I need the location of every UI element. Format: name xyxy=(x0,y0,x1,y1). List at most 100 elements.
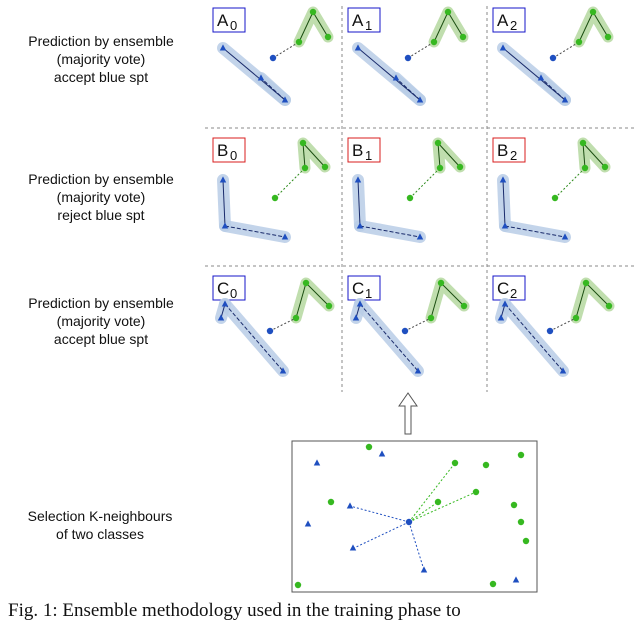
circle-icon xyxy=(327,498,335,506)
dot-icon xyxy=(406,194,414,202)
circle-icon xyxy=(601,163,609,171)
circle-icon xyxy=(434,139,442,147)
circle-icon xyxy=(436,164,444,172)
green-chain-line xyxy=(437,142,461,168)
circle-icon xyxy=(581,164,589,172)
panel-label-letter: B xyxy=(217,141,228,160)
circle-icon xyxy=(517,451,525,459)
blue-chain-line xyxy=(260,77,286,101)
blue-chain-line xyxy=(222,47,286,101)
dot-icon xyxy=(401,327,409,335)
panel-label-box xyxy=(347,7,381,33)
triangle-icon xyxy=(559,367,567,374)
triangle-icon xyxy=(221,300,229,307)
green-chain-line xyxy=(437,142,441,169)
panel-label-index: 0 xyxy=(230,148,237,163)
green-chain-line xyxy=(447,11,464,38)
circle-icon xyxy=(517,518,525,526)
green-chain-line xyxy=(298,11,314,43)
triangle-icon xyxy=(561,233,569,240)
selection-label-line-1: Selection K-neighbours xyxy=(27,508,173,524)
blue-chain-line xyxy=(504,225,566,238)
circle-icon xyxy=(605,302,613,310)
triangle-icon xyxy=(497,314,505,321)
triangle-icon xyxy=(561,96,569,103)
row-label-a: Prediction by ensemble (majority vote) a… xyxy=(6,32,196,86)
triangle-icon xyxy=(313,459,321,466)
circle-icon xyxy=(325,302,333,310)
blue-chain-line xyxy=(224,303,284,372)
circle-icon xyxy=(437,279,445,287)
triangle-icon xyxy=(416,233,424,240)
green-chain-line xyxy=(312,11,329,38)
triangle-icon xyxy=(512,576,520,583)
green-chain-line xyxy=(582,142,586,169)
row-label-a-line-3: accept blue spt xyxy=(53,69,149,85)
circle-icon xyxy=(460,302,468,310)
triangle-icon xyxy=(392,74,400,81)
circle-icon xyxy=(579,139,587,147)
circle-icon xyxy=(589,8,597,16)
triangle-icon xyxy=(221,222,229,229)
query-link-line xyxy=(554,167,586,199)
panel-label-index: 2 xyxy=(510,286,517,301)
selection-label-line-2: of two classes xyxy=(56,526,144,542)
blue-chain-line xyxy=(222,179,226,227)
selection-points xyxy=(294,443,530,589)
triangle-icon xyxy=(257,74,265,81)
blue-chain-line xyxy=(357,47,421,101)
green-band xyxy=(293,6,334,48)
circle-icon xyxy=(472,488,480,496)
circle-icon xyxy=(365,443,373,451)
triangle-icon xyxy=(352,314,360,321)
triangle-icon xyxy=(219,176,227,183)
panel-label-box xyxy=(212,275,246,301)
panel-label-letter: C xyxy=(497,279,509,298)
dot-icon xyxy=(549,54,557,62)
triangle-icon xyxy=(281,96,289,103)
panel-label-letter: A xyxy=(497,11,509,30)
triangle-icon xyxy=(416,96,424,103)
panel-label-index: 2 xyxy=(510,18,517,33)
row-label-c-line-1: Prediction by ensemble xyxy=(28,295,174,311)
blue-neighbour-link xyxy=(353,521,410,549)
panel-label-index: 0 xyxy=(230,286,237,301)
row-label-c-line-3: accept blue spt xyxy=(53,331,149,347)
triangle-icon xyxy=(499,44,507,51)
green-chain-line xyxy=(433,11,449,43)
panel-label-box xyxy=(492,7,526,33)
green-chain-line xyxy=(592,11,609,38)
circle-icon xyxy=(572,314,580,322)
query-link-line xyxy=(272,41,300,59)
panel-label-index: 1 xyxy=(365,286,372,301)
triangle-icon xyxy=(537,74,545,81)
triangle-icon xyxy=(420,566,428,573)
query-link-line xyxy=(404,317,432,332)
panel-label-index: 0 xyxy=(230,18,237,33)
circle-icon xyxy=(444,8,452,16)
circle-icon xyxy=(604,33,612,41)
panel-label-letter: C xyxy=(217,279,229,298)
row-label-a-line-1: Prediction by ensemble xyxy=(28,33,174,49)
circle-icon xyxy=(292,314,300,322)
panel-label-letter: A xyxy=(217,11,229,30)
panel-label-box xyxy=(212,137,246,163)
selection-box xyxy=(291,440,538,593)
triangle-icon xyxy=(346,502,354,509)
circle-icon xyxy=(430,38,438,46)
triangle-icon xyxy=(356,300,364,307)
blue-chain-line xyxy=(502,179,506,227)
triangle-icon xyxy=(501,300,509,307)
green-chain-line xyxy=(582,142,606,168)
circle-icon xyxy=(510,501,518,509)
query-link-line xyxy=(409,167,441,199)
circle-icon xyxy=(451,459,459,467)
panel-label-index: 2 xyxy=(510,148,517,163)
row-label-b-line-1: Prediction by ensemble xyxy=(28,171,174,187)
panel-label-index: 1 xyxy=(365,148,372,163)
dot-icon xyxy=(405,518,413,526)
